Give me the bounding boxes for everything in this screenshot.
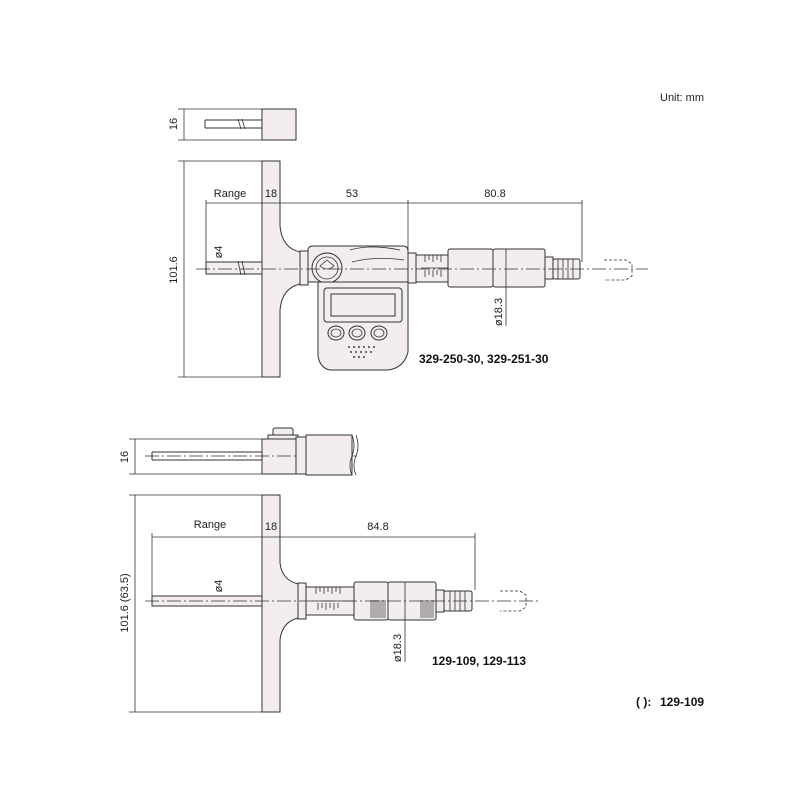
top-model-label: 329-250-30, 329-251-30: [419, 352, 549, 366]
bottom-front-view: 101.6 (63.5) Range 18 84.8 ø4: [119, 494, 540, 713]
unit-label: Unit: mm: [660, 92, 704, 104]
bottom-side-view: 16: [119, 427, 360, 476]
top-dim-rod: ø4: [213, 246, 225, 259]
button-3: [370, 325, 388, 341]
bottom-dim-thickness: 16: [119, 451, 131, 463]
button-2: [348, 325, 366, 341]
bottom-dim-length: 84.8: [367, 521, 388, 533]
bottom-dim-rod: ø4: [213, 580, 225, 593]
bottom-dim-spindle: ø18.3: [392, 634, 404, 662]
top-dim-spindle: ø18.3: [493, 298, 505, 326]
bottom-model-label: 129-109, 129-113: [432, 654, 526, 668]
top-dim-base: 18: [265, 188, 277, 200]
bottom-dim-height: 101.6 (63.5): [119, 573, 131, 632]
top-dim-height: 101.6: [168, 256, 180, 284]
footnote-model: 129-109: [660, 695, 704, 709]
top-dim-range: Range: [214, 188, 246, 200]
top-front-view: 101.6 Range 18 53 80.8 ø4: [168, 160, 648, 378]
button-1: [327, 325, 345, 341]
top-side-view: 16: [168, 108, 297, 141]
top-dim-thickness: 16: [168, 118, 180, 130]
bottom-dim-range: Range: [194, 519, 226, 531]
top-rod: [205, 261, 263, 275]
top-display-housing: [317, 281, 409, 371]
bottom-side-sleeve: [305, 434, 353, 476]
bottom-dim-base: 18: [265, 521, 277, 533]
lock-knob: [311, 252, 343, 284]
top-sleeve: [415, 254, 449, 283]
top-thimble-grip: [492, 248, 546, 288]
top-dim-body: 53: [346, 188, 358, 200]
top-dim-thimble: 80.8: [484, 188, 505, 200]
top-side-base: [261, 108, 297, 141]
footnote-paren: ( ):: [636, 695, 651, 709]
top-thimble: [447, 248, 494, 288]
